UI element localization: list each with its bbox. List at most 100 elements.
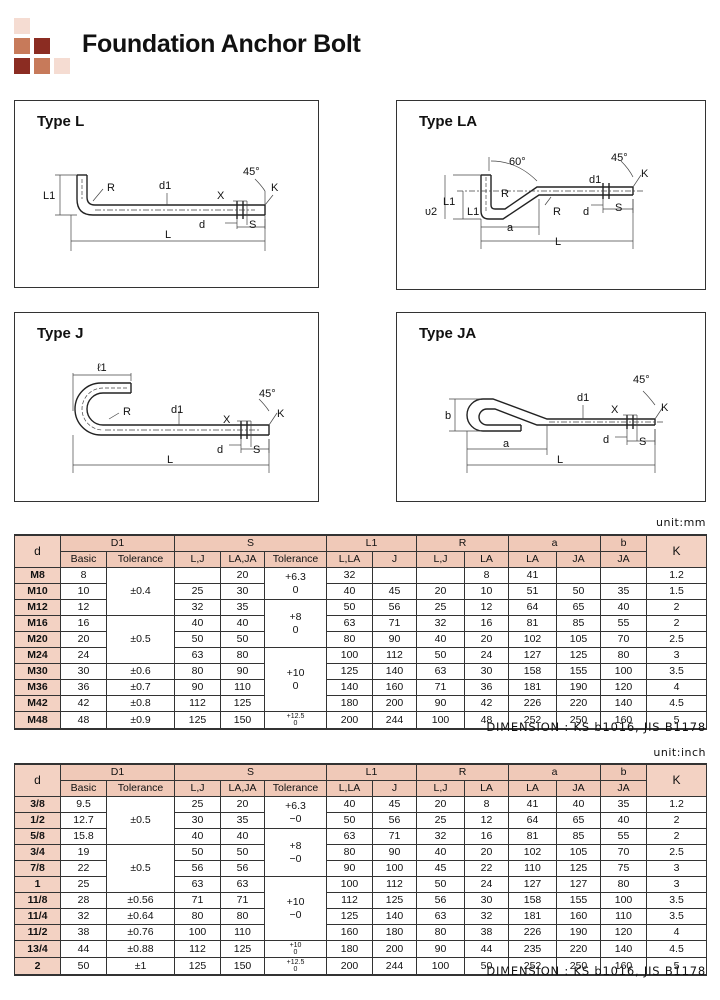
cell-b-ja: 55 xyxy=(600,828,648,845)
cell-d1-basic: 30 xyxy=(60,663,107,680)
cell-s-lj: 63 xyxy=(174,876,221,893)
cell-l1-lla: 90 xyxy=(326,860,374,877)
cell-s-laja: 125 xyxy=(220,940,265,958)
cell-l1-j: 112 xyxy=(372,647,418,664)
cell-l1-lla: 63 xyxy=(326,828,374,845)
cell-r-la: 20 xyxy=(464,631,510,648)
cell-a-ja: 220 xyxy=(556,695,602,712)
cell-k: 3.5 xyxy=(646,892,708,909)
cell-b-ja: 140 xyxy=(600,695,648,712)
cell-a-ja: 65 xyxy=(556,812,602,829)
label-v2: υ2 xyxy=(425,206,437,218)
cell-d1-basic: 24 xyxy=(60,647,107,664)
cell-s-laja: 20 xyxy=(220,567,265,584)
cell-r-lj: 90 xyxy=(416,695,466,712)
cell-l1-lla: 112 xyxy=(326,892,374,909)
label-x: X xyxy=(611,404,619,416)
cell-k: 1.5 xyxy=(646,583,708,600)
cell-r-la: 12 xyxy=(464,812,510,829)
cell-r-lj: 40 xyxy=(416,631,466,648)
type-la-drawing: 60° 45° K d1 R L1 υ2 L1 R d S a L xyxy=(425,152,649,249)
cell-s-laja: 30 xyxy=(220,583,265,600)
cell-a-la: 41 xyxy=(508,796,558,813)
diagram-type-j: Type J xyxy=(14,312,319,502)
cell-l1-j: 45 xyxy=(372,796,418,813)
cell-s-laja: 40 xyxy=(220,615,265,632)
tolerance-line: +6.3 xyxy=(285,799,306,812)
cell-b-ja: 35 xyxy=(600,796,648,813)
cell-r-lj: 45 xyxy=(416,860,466,877)
cell-d1-basic: 28 xyxy=(60,892,107,909)
label-b: b xyxy=(445,410,451,422)
spec-table-mm: d D1 S L1 R a b K Basic Tolerance L,J LA… xyxy=(14,534,708,730)
page-title: Foundation Anchor Bolt xyxy=(82,30,361,58)
cell-k: 3 xyxy=(646,860,708,877)
cell-b-ja: 120 xyxy=(600,924,648,941)
label-d: d xyxy=(199,219,205,231)
cell-a-ja: 65 xyxy=(556,599,602,616)
header-r: R xyxy=(416,534,510,552)
label-l1: L1 xyxy=(43,190,55,202)
cell-a-ja: 105 xyxy=(556,844,602,861)
cell-r-lj: 71 xyxy=(416,679,466,696)
cell-d1-basic: 50 xyxy=(60,957,107,976)
cell-s-lj: 112 xyxy=(174,695,221,712)
label-l: L xyxy=(167,454,173,466)
cell-b-ja: 160 xyxy=(600,711,648,730)
cell-l1-lla: 200 xyxy=(326,711,374,730)
cell-s-laja: 50 xyxy=(220,844,265,861)
cell-a-la: 41 xyxy=(508,567,558,584)
cell-d: M12 xyxy=(14,599,61,616)
cell-l1-lla: 160 xyxy=(326,924,374,941)
cell-s-lj: 56 xyxy=(174,860,221,877)
subheader: L,J xyxy=(174,780,221,797)
cell-d: M24 xyxy=(14,647,61,664)
cell-d1-basic: 44 xyxy=(60,940,107,958)
cell-r-lj: 20 xyxy=(416,583,466,600)
cell-a-la: 181 xyxy=(508,908,558,925)
cell-a-la: 102 xyxy=(508,844,558,861)
tolerance-line: 0 xyxy=(293,949,298,956)
cell-d1-basic: 36 xyxy=(60,679,107,696)
cell-r-la: 16 xyxy=(464,615,510,632)
label-s: S xyxy=(639,436,646,448)
cell-a-ja: 125 xyxy=(556,647,602,664)
cell-r-lj xyxy=(416,567,466,584)
cell-d1-tolerance: ±1 xyxy=(106,957,175,976)
cell-d1-basic: 22 xyxy=(60,860,107,877)
cell-k: 4.5 xyxy=(646,695,708,712)
cell-r-lj: 32 xyxy=(416,615,466,632)
cell-a-la: 226 xyxy=(508,924,558,941)
tolerance-line: −0 xyxy=(289,852,302,865)
cell-r-la: 12 xyxy=(464,599,510,616)
cell-l1-j xyxy=(372,567,418,584)
cell-a-la: 64 xyxy=(508,599,558,616)
cell-s-lj: 25 xyxy=(174,796,221,813)
cell-r-la: 20 xyxy=(464,844,510,861)
subheader: LA xyxy=(464,551,510,568)
cell-l1-lla: 80 xyxy=(326,844,374,861)
cell-a-la: 51 xyxy=(508,583,558,600)
cell-d1-tolerance: ±0.5 xyxy=(106,615,175,664)
cell-s-laja: 150 xyxy=(220,711,265,730)
cell-d: M8 xyxy=(14,567,61,584)
cell-d1-tolerance: ±0.56 xyxy=(106,892,175,909)
cell-d1-tolerance: ±0.6 xyxy=(106,663,175,680)
spec-table-inch: d D1 S L1 R a b K Basic Tolerance L,J LA… xyxy=(14,763,708,976)
cell-s-lj: 40 xyxy=(174,828,221,845)
header-d: d xyxy=(14,534,61,568)
cell-s-laja: 35 xyxy=(220,599,265,616)
cell-d: 11/2 xyxy=(14,924,61,941)
tolerance-line: 0 xyxy=(292,583,299,596)
cell-b-ja: 75 xyxy=(600,860,648,877)
subheader: L,LA xyxy=(326,551,374,568)
cell-b-ja: 70 xyxy=(600,844,648,861)
cell-s-laja: 110 xyxy=(220,679,265,696)
tolerance-line: +8 xyxy=(289,610,302,623)
cell-s-lj: 112 xyxy=(174,940,221,958)
cell-r-la: 10 xyxy=(464,583,510,600)
cell-r-la: 30 xyxy=(464,663,510,680)
cell-s-laja: 80 xyxy=(220,647,265,664)
